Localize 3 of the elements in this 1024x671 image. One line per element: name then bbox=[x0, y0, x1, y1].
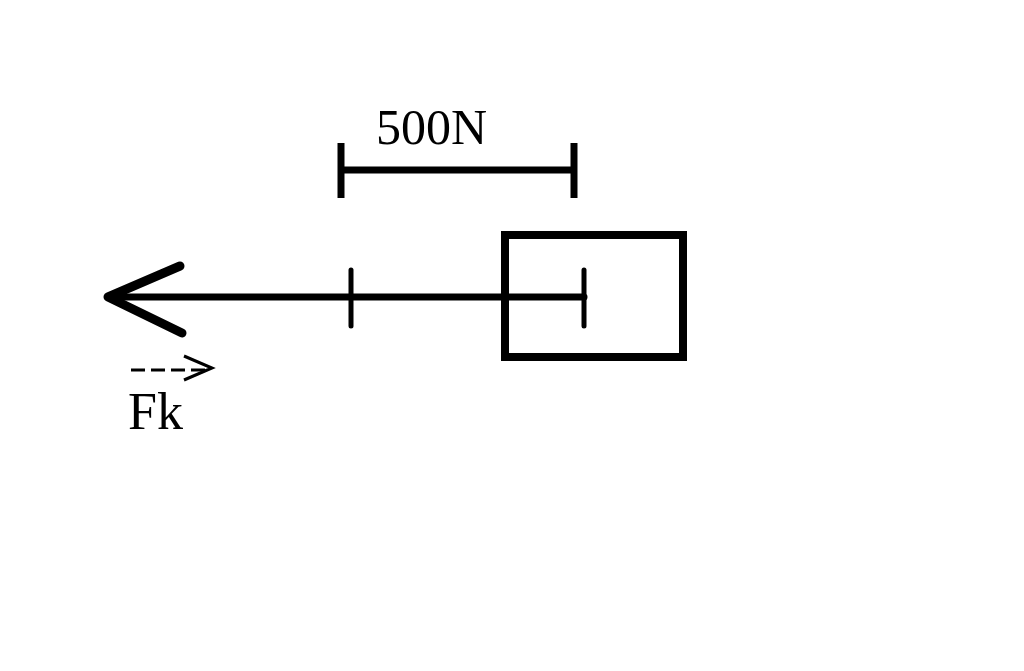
force-label: Fk bbox=[128, 386, 183, 438]
scale-label: 500N bbox=[376, 102, 488, 152]
box-shape bbox=[501, 231, 687, 361]
